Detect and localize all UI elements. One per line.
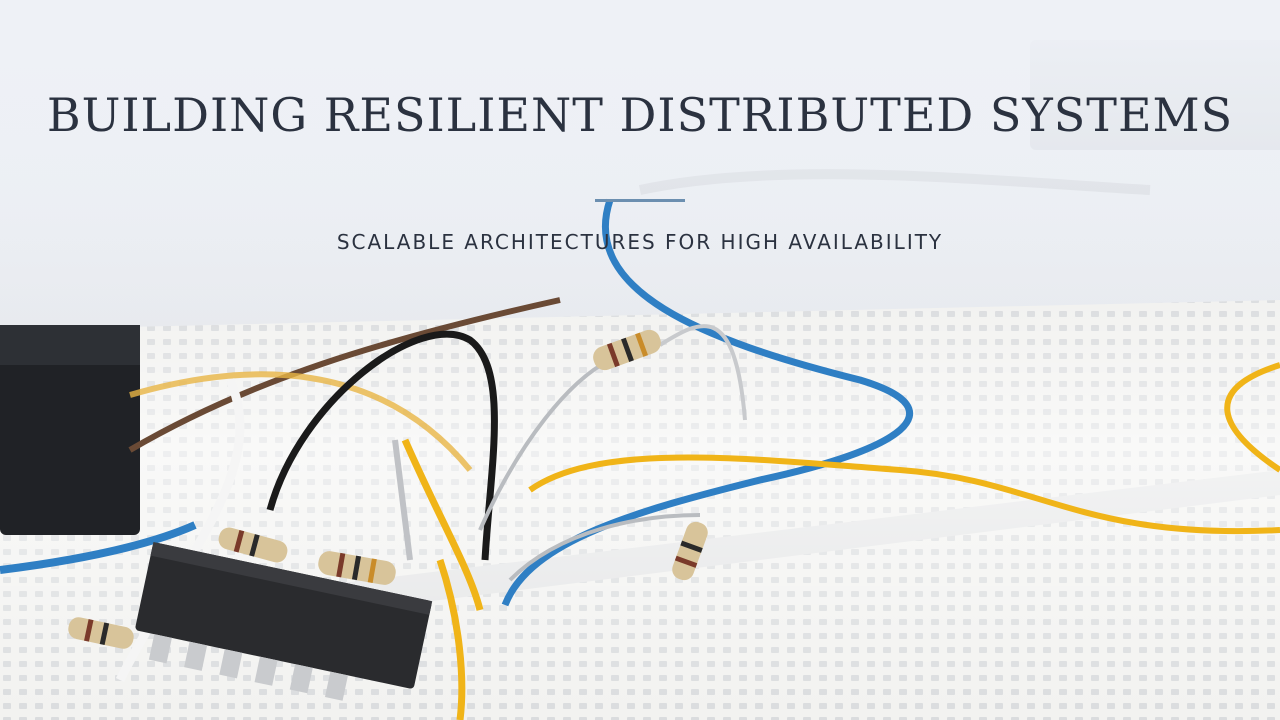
- title-divider: [595, 199, 685, 202]
- slide-title: BUILDING RESILIENT DISTRIBUTED SYSTEMS: [46, 88, 1234, 142]
- resistor-top: [593, 329, 661, 371]
- slide-subtitle: SCALABLE ARCHITECTURES FOR HIGH AVAILABI…: [336, 230, 944, 254]
